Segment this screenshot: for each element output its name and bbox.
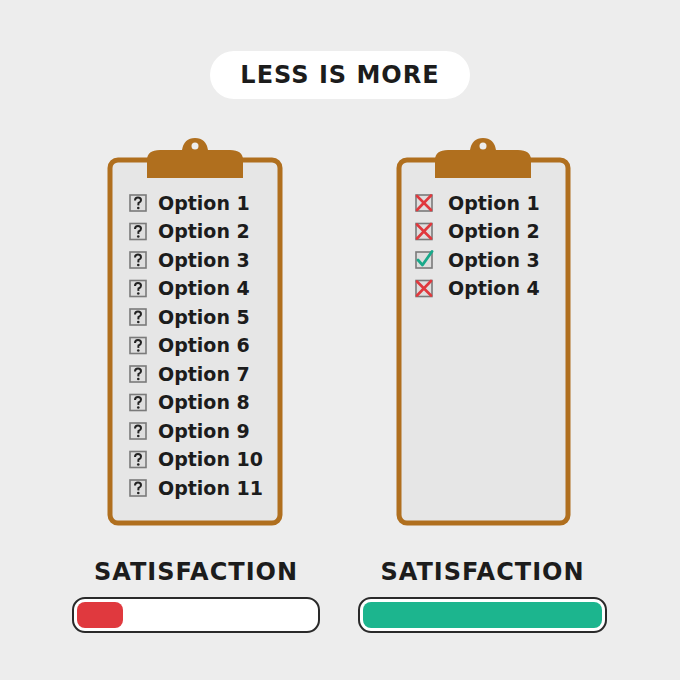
satisfaction-meter: SATISFACTION bbox=[72, 553, 320, 635]
clipboard-drawing bbox=[110, 138, 280, 523]
option-label: Option 3 bbox=[448, 248, 540, 273]
option-label: Option 1 bbox=[158, 191, 250, 216]
option-label: Option 2 bbox=[448, 219, 540, 244]
option-label: Option 7 bbox=[158, 362, 250, 387]
option-label: Option 5 bbox=[158, 305, 250, 330]
meter-label: SATISFACTION bbox=[72, 557, 320, 587]
title: LESS IS MORE bbox=[210, 51, 469, 99]
meter-bar bbox=[359, 598, 606, 632]
option-label: Option 4 bbox=[158, 276, 250, 301]
option-label: Option 3 bbox=[158, 248, 250, 273]
option-label: Option 10 bbox=[158, 447, 263, 472]
satisfaction-meter: SATISFACTION bbox=[358, 553, 607, 635]
clipboard-drawing bbox=[399, 138, 568, 523]
option-label: Option 1 bbox=[448, 191, 540, 216]
option-label: Option 9 bbox=[158, 419, 250, 444]
option-label: Option 8 bbox=[158, 390, 250, 415]
checkbox-icons bbox=[416, 195, 432, 297]
clipboard: Option 1 Option 2 Option 3 Option 4 bbox=[397, 158, 570, 525]
option-label: Option 4 bbox=[448, 276, 540, 301]
option-label: Option 11 bbox=[158, 476, 263, 501]
meter-label: SATISFACTION bbox=[358, 557, 607, 587]
option-label: Option 6 bbox=[158, 333, 250, 358]
checkbox-icons bbox=[130, 195, 146, 496]
meter-bar bbox=[73, 598, 319, 632]
clipboard: Option 1 Option 2 Option 3 Option 4 Option 5… bbox=[108, 158, 282, 525]
option-label: Option 2 bbox=[158, 219, 250, 244]
